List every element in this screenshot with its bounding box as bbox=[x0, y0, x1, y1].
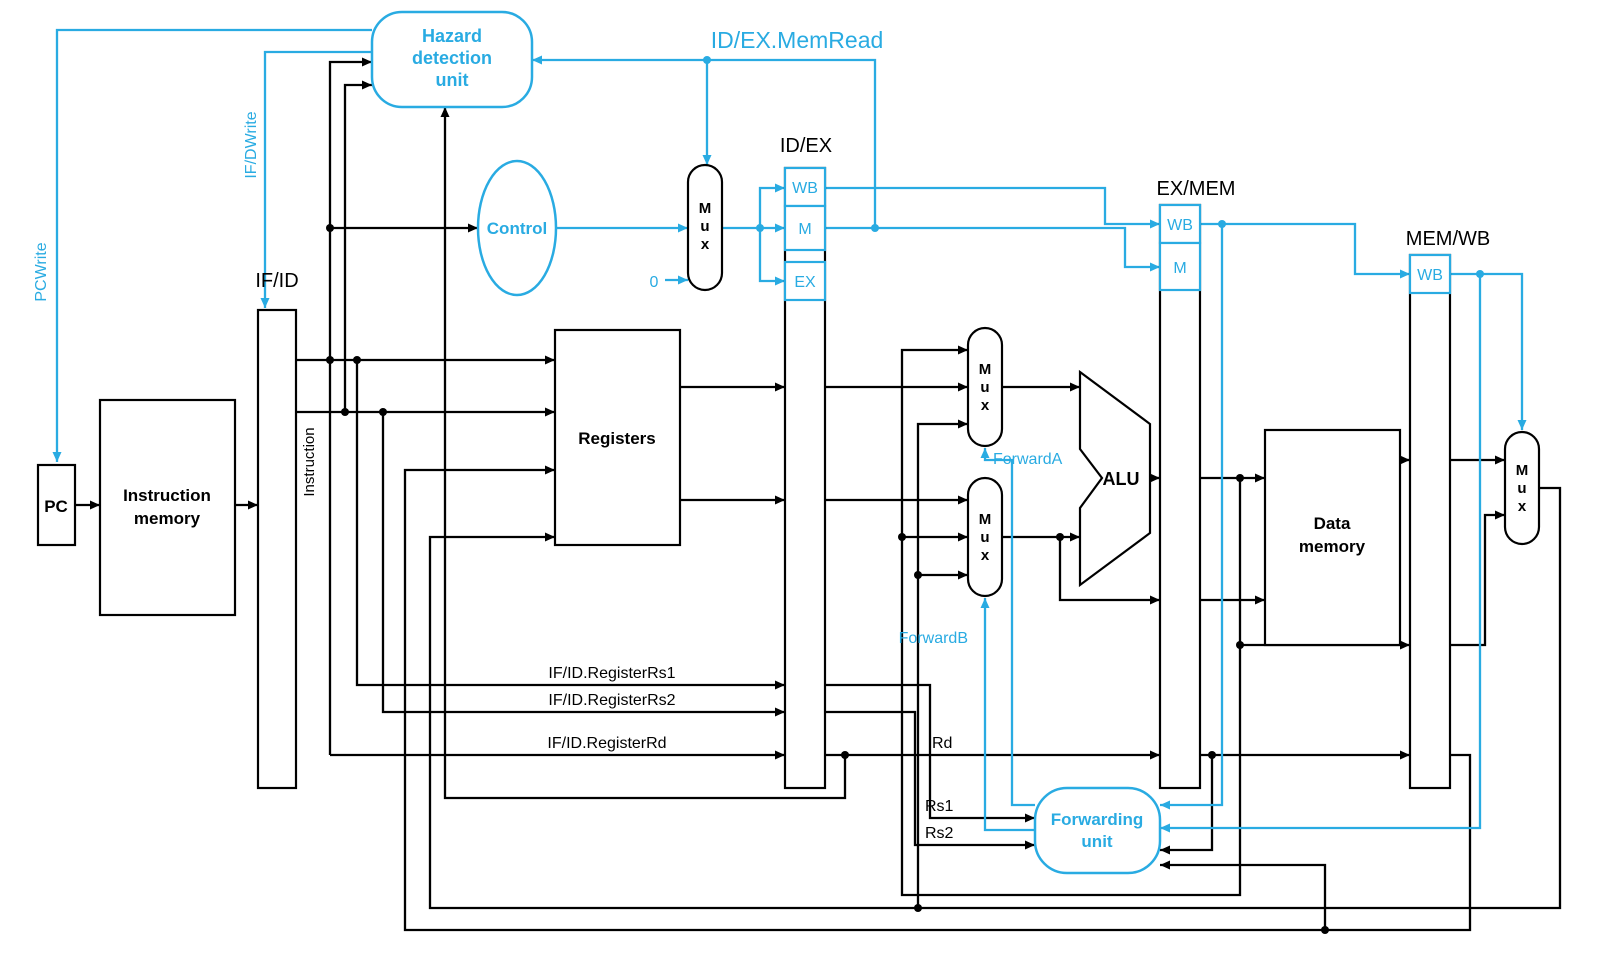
signal-labels: PCWrite IF/DWrite Instruction ID/EX.MemR… bbox=[33, 27, 1063, 842]
ifdwrite-label: IF/DWrite bbox=[243, 111, 260, 178]
mem-wb-label: MEM/WB bbox=[1406, 228, 1490, 250]
mux-a-letter-m: M bbox=[979, 361, 992, 378]
alu-block: ALU bbox=[1078, 369, 1152, 588]
writeback-mux: M u x bbox=[1503, 430, 1541, 546]
stall-mux-letter-m: M bbox=[699, 200, 712, 217]
id-ex-field-ex: EX bbox=[794, 274, 816, 291]
rd-label: Rd bbox=[932, 735, 952, 752]
forwarding-unit-label-1: Forwarding bbox=[1051, 810, 1144, 829]
zero-label: 0 bbox=[650, 274, 659, 291]
mux-a-letter-x: x bbox=[981, 397, 990, 414]
forwarding-unit: Forwarding unit bbox=[1033, 786, 1162, 875]
hazard-unit-label-1: Hazard bbox=[422, 26, 482, 46]
hazard-unit-label-3: unit bbox=[436, 70, 469, 90]
ex-mem-register: EX/MEM WB M bbox=[1157, 178, 1236, 790]
mux-b-letter-m: M bbox=[979, 511, 992, 528]
ex-mem-field-m: M bbox=[1173, 260, 1186, 277]
pc-block: PC bbox=[36, 463, 77, 547]
data-memory-label-2: memory bbox=[1299, 537, 1366, 556]
instruction-memory-block: Instruction memory bbox=[98, 398, 237, 617]
ex-mem-label: EX/MEM bbox=[1157, 178, 1236, 200]
hazard-detection-unit: Hazard detection unit bbox=[370, 10, 534, 109]
data-memory-label-1: Data bbox=[1314, 514, 1351, 533]
stall-mux-letter-u: u bbox=[700, 218, 709, 235]
wb-mux-letter-m: M bbox=[1516, 462, 1529, 479]
control-label: Control bbox=[487, 219, 547, 238]
forward-a-label: ForwardA bbox=[993, 451, 1063, 468]
ex-mem-field-wb: WB bbox=[1167, 217, 1193, 234]
alu-label: ALU bbox=[1103, 469, 1140, 489]
instruction-memory-label-1: Instruction bbox=[123, 486, 211, 505]
pc-label: PC bbox=[44, 497, 68, 516]
mux-b-letter-u: u bbox=[980, 529, 989, 546]
forward-mux-a: M u x bbox=[966, 326, 1004, 448]
rs1-label: Rs1 bbox=[925, 798, 954, 815]
pcwrite-label: PCWrite bbox=[33, 242, 50, 301]
stall-mux-letter-x: x bbox=[701, 236, 710, 253]
mux-a-letter-u: u bbox=[980, 379, 989, 396]
rs2-label: Rs2 bbox=[925, 825, 954, 842]
mem-wb-field-wb: WB bbox=[1417, 267, 1443, 284]
junction-dots bbox=[326, 56, 1484, 934]
stall-mux: M u x bbox=[686, 163, 724, 292]
wb-mux-letter-u: u bbox=[1517, 480, 1526, 497]
idex-memread-label: ID/EX.MemRead bbox=[711, 27, 884, 53]
wb-mux-letter-x: x bbox=[1518, 498, 1527, 515]
control-unit: Control bbox=[476, 159, 558, 297]
id-ex-label: ID/EX bbox=[780, 135, 832, 157]
wires-blue bbox=[52, 28, 1527, 833]
id-ex-register: ID/EX WB M EX bbox=[780, 135, 832, 790]
registers-label: Registers bbox=[578, 429, 655, 448]
ifid-rd-label: IF/ID.RegisterRd bbox=[547, 735, 666, 752]
if-id-register: IF/ID bbox=[255, 270, 299, 790]
hazard-unit-label-2: detection bbox=[412, 48, 492, 68]
forward-b-label: ForwardB bbox=[899, 630, 968, 647]
id-ex-field-wb: WB bbox=[792, 180, 818, 197]
mux-b-letter-x: x bbox=[981, 547, 990, 564]
forward-mux-b: M u x bbox=[966, 476, 1004, 598]
data-memory-block: Data memory bbox=[1263, 428, 1402, 647]
ifid-rs1-label: IF/ID.RegisterRs1 bbox=[548, 665, 675, 682]
mem-wb-register: MEM/WB WB bbox=[1406, 228, 1490, 790]
forwarding-unit-label-2: unit bbox=[1081, 832, 1112, 851]
instruction-memory-label-2: memory bbox=[134, 509, 201, 528]
id-ex-field-m: M bbox=[798, 221, 811, 238]
ifid-rs2-label: IF/ID.RegisterRs2 bbox=[548, 692, 675, 709]
if-id-label: IF/ID bbox=[255, 270, 298, 292]
registers-block: Registers bbox=[553, 328, 682, 547]
instruction-label: Instruction bbox=[301, 427, 318, 496]
